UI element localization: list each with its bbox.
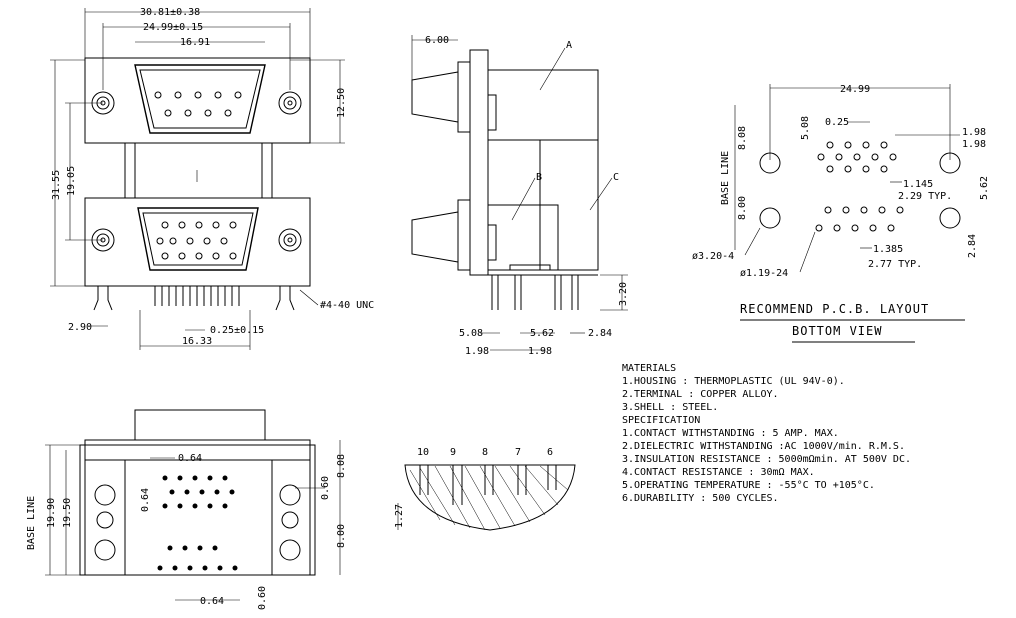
bv-dim-right-060: 0.60 <box>320 476 331 500</box>
section-num-10: 10 <box>417 447 429 458</box>
pcb-pin-holes <box>815 141 904 232</box>
label-b: B <box>536 172 542 183</box>
dim-depth: 6.00 <box>425 35 449 46</box>
spec-item: 5.OPERATING TEMPERATURE : -55°C TO +105°… <box>622 480 875 491</box>
pcb-hole-small: ø1.19-24 <box>740 268 788 279</box>
pcb-subtitle: BOTTOM VIEW <box>792 324 882 338</box>
dim-db15-width: 16.33 <box>182 336 212 347</box>
mount-hole <box>278 228 302 252</box>
pcb-dim-1385: 1.385 <box>873 244 903 255</box>
spec-heading: SPECIFICATION <box>622 415 700 426</box>
spec-item: 1.CONTACT WITHSTANDING : 5 AMP. MAX. <box>622 428 839 439</box>
side-view: 6.00 A B C 3.20 5.08 5.62 2.84 <box>411 35 629 357</box>
dim-overall-height: 31.55 <box>51 170 62 200</box>
pcb-title: RECOMMEND P.C.B. LAYOUT <box>740 302 929 316</box>
label-c: C <box>613 172 619 183</box>
db9-pins <box>154 91 242 117</box>
pcb-mount-hole <box>939 207 961 229</box>
spec-item: 2.DIELECTRIC WITHSTANDING :AC 1000V/min.… <box>622 441 905 452</box>
materials-item: 2.TERMINAL : COPPER ALLOY. <box>622 389 779 400</box>
pcb-mount-hole <box>759 207 781 229</box>
pcb-dim-pitch-top: 5.08 <box>800 116 811 140</box>
pcb-dim-284: 2.84 <box>967 234 978 258</box>
bv-dim-bottom-060: 0.60 <box>257 586 268 610</box>
bv-base-line: BASE LINE <box>26 496 37 550</box>
pcb-hole-big: ø3.20-4 <box>692 251 734 262</box>
dim-hole-spacing: 24.99±0.15 <box>143 22 203 33</box>
section-view: 10 9 8 7 6 1.27 <box>394 447 576 531</box>
pcb-dim-right-b: 1.98 <box>962 139 986 150</box>
materials-heading: MATERIALS <box>622 363 676 374</box>
section-dim: 1.27 <box>394 504 405 528</box>
section-num-6: 6 <box>547 447 553 458</box>
db15-pins <box>156 221 237 260</box>
pcb-dim-row-top: 8.08 <box>737 126 748 150</box>
bv-dim-right-800: 8.00 <box>336 524 347 548</box>
thread-label: #4-40 UNC <box>320 300 374 311</box>
pcb-dim-229: 2.29 TYP. <box>898 191 952 202</box>
dim-db9-width: 16.91 <box>180 37 210 48</box>
front-view: 30.81±0.38 24.99±0.15 16.91 12.50 <box>50 7 374 350</box>
pcb-dim-277: 2.77 TYP. <box>868 259 922 270</box>
dim-top-height: 12.50 <box>336 88 347 118</box>
section-num-9: 9 <box>450 447 456 458</box>
pcb-mount-hole <box>939 152 961 174</box>
dim-height: 3.20 <box>618 282 629 306</box>
pcb-dim-hole-spacing: 24.99 <box>840 84 870 95</box>
bottom-pins <box>157 475 238 571</box>
dim-pin-offset: 2.90 <box>68 322 92 333</box>
pcb-dim-1145: 1.145 <box>903 179 933 190</box>
mount-hole <box>278 91 302 115</box>
bv-dim-pitch-top: 0.64 <box>178 453 202 464</box>
bv-dim-1950: 19.50 <box>62 498 73 528</box>
spec-item: 6.DURABILITY : 500 CYCLES. <box>622 493 779 504</box>
dim-row1: 5.08 <box>459 328 483 339</box>
dim-pitch-a: 1.98 <box>465 346 489 357</box>
dim-row2: 5.62 <box>530 328 554 339</box>
pcb-base-line: BASE LINE <box>720 151 731 205</box>
section-num-7: 7 <box>515 447 521 458</box>
bottom-view: 0.64 0.64 0.64 0.60 0.60 8.08 8.00 BASE … <box>26 409 347 610</box>
db9-plate <box>84 57 311 144</box>
db9-shell <box>134 64 266 134</box>
board-pins <box>93 286 295 311</box>
materials-item: 1.HOUSING : THERMOPLASTIC (UL 94V-0). <box>622 376 845 387</box>
dim-hole-vertical: 19.05 <box>66 166 77 196</box>
dim-pin-thickness: 0.25±0.15 <box>210 325 264 336</box>
bv-dim-pitch-bottom: 0.64 <box>200 596 224 607</box>
pcb-layout: 24.99 BASE LINE 8.08 8.00 5.08 0.25 1.98… <box>692 84 990 343</box>
pcb-mount-hole <box>759 152 781 174</box>
pcb-dim-pin-offset: 0.25 <box>825 117 849 128</box>
spec-item: 3.INSULATION RESISTANCE : 5000mΩmin. AT … <box>622 454 911 465</box>
bv-dim-right-808: 8.08 <box>336 454 347 478</box>
pcb-dim-row-bottom: 8.00 <box>737 196 748 220</box>
materials-item: 3.SHELL : STEEL. <box>622 402 718 413</box>
dim-pitch-b: 1.98 <box>528 346 552 357</box>
section-num-8: 8 <box>482 447 488 458</box>
db15-plate <box>84 197 311 287</box>
bv-dim-pitch-left: 0.64 <box>140 488 151 512</box>
dim-row3: 2.84 <box>588 328 612 339</box>
dim-overall-width: 30.81±0.38 <box>140 7 200 18</box>
spec-item: 4.CONTACT RESISTANCE : 30mΩ MAX. <box>622 467 815 478</box>
db15-shell <box>137 207 259 271</box>
pcb-dim-562: 5.62 <box>979 176 990 200</box>
pcb-dim-right-a: 1.98 <box>962 127 986 138</box>
label-a: A <box>566 40 572 51</box>
bv-dim-1990: 19.90 <box>46 498 57 528</box>
materials-block: MATERIALS 1.HOUSING : THERMOPLASTIC (UL … <box>622 363 911 504</box>
